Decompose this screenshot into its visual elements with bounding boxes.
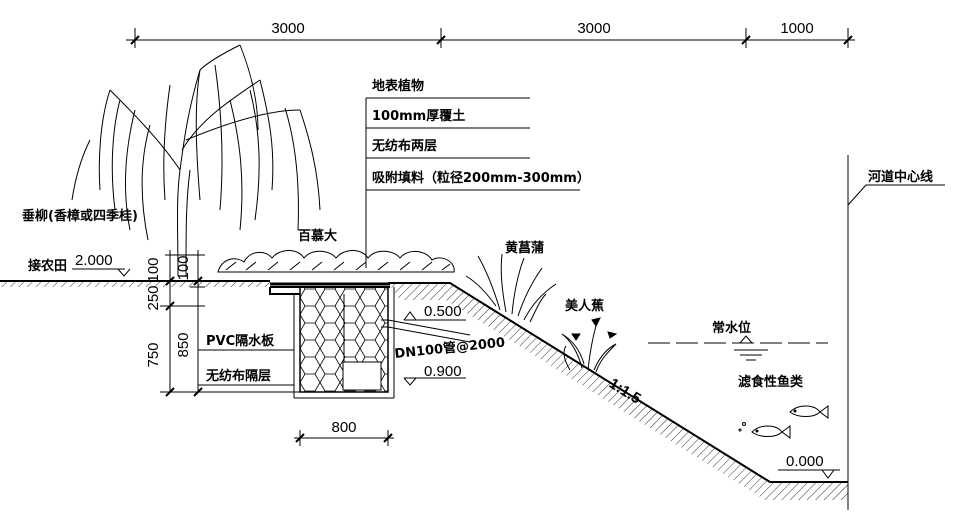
shrub-label: 百慕大 — [298, 228, 337, 244]
reed-label: 黄菖蒲 — [505, 240, 544, 256]
dim-top-2: 3000 — [577, 20, 610, 37]
fish-icon — [738, 405, 829, 439]
elevation-bed-value: 0.000 — [786, 453, 824, 470]
layer-4: 吸附填料（粒径200mm-300mm） — [372, 170, 590, 186]
water-level-label: 常水位 — [712, 320, 751, 336]
dim-left-4: 100 — [175, 255, 192, 280]
willow-label: 垂柳(香樟或四季桂) — [22, 208, 138, 224]
pipe-width-dimension: 800 — [294, 419, 394, 446]
reed-illustration — [465, 253, 557, 323]
ground-hatch-left — [0, 281, 270, 287]
fabric-layer-label: 无纺布隔层 — [205, 368, 271, 384]
pvc-board-label: PVC隔水板 — [206, 333, 275, 349]
willow-tree-illustration — [71, 44, 321, 277]
dim-left-1: 100 — [145, 257, 162, 282]
filter-trench — [269, 282, 395, 399]
slope-hatch — [388, 283, 848, 500]
layer-1: 地表植物 — [372, 78, 424, 94]
elevation-bed: 0.000 — [778, 453, 840, 479]
top-dimension-line: 3000 3000 1000 — [126, 20, 855, 48]
elevation-ground: 2.000 — [72, 252, 131, 277]
shrub-illustration — [217, 250, 455, 273]
river-center-leader — [847, 184, 945, 206]
drain-pipe — [381, 319, 471, 343]
layer-3: 无纺布两层 — [371, 138, 437, 154]
elevation-ground-value: 2.000 — [75, 252, 113, 269]
canna-illustration — [561, 317, 618, 373]
canna-label: 美人蕉 — [565, 298, 604, 314]
fish-label: 滤食性鱼类 — [738, 374, 804, 390]
left-vertical-dimensions: 100 250 750 100 850 — [145, 250, 300, 397]
water-level-marker — [648, 335, 828, 361]
dim-left-5: 850 — [175, 332, 192, 357]
river-center-label: 河道中心线 — [868, 169, 933, 185]
elevation-pipe-top: 0.500 — [403, 303, 466, 321]
layer-callout: 地表植物 100mm厚覆土 无纺布两层 吸附填料（粒径200mm-300mm） — [365, 78, 590, 268]
elevation-pipe-bottom: 0.900 — [403, 363, 466, 386]
dim-left-2: 250 — [145, 285, 162, 310]
farmland-label: 接农田 — [28, 258, 67, 274]
pipe-width-value: 800 — [331, 419, 356, 436]
layer-2: 100mm厚覆土 — [372, 108, 465, 124]
elevation-pipe-bottom-value: 0.900 — [424, 363, 462, 380]
elevation-pipe-top-value: 0.500 — [424, 303, 462, 320]
dim-top-1: 3000 — [271, 20, 304, 37]
dim-top-3: 1000 — [780, 20, 813, 37]
dim-left-3: 750 — [145, 342, 162, 367]
